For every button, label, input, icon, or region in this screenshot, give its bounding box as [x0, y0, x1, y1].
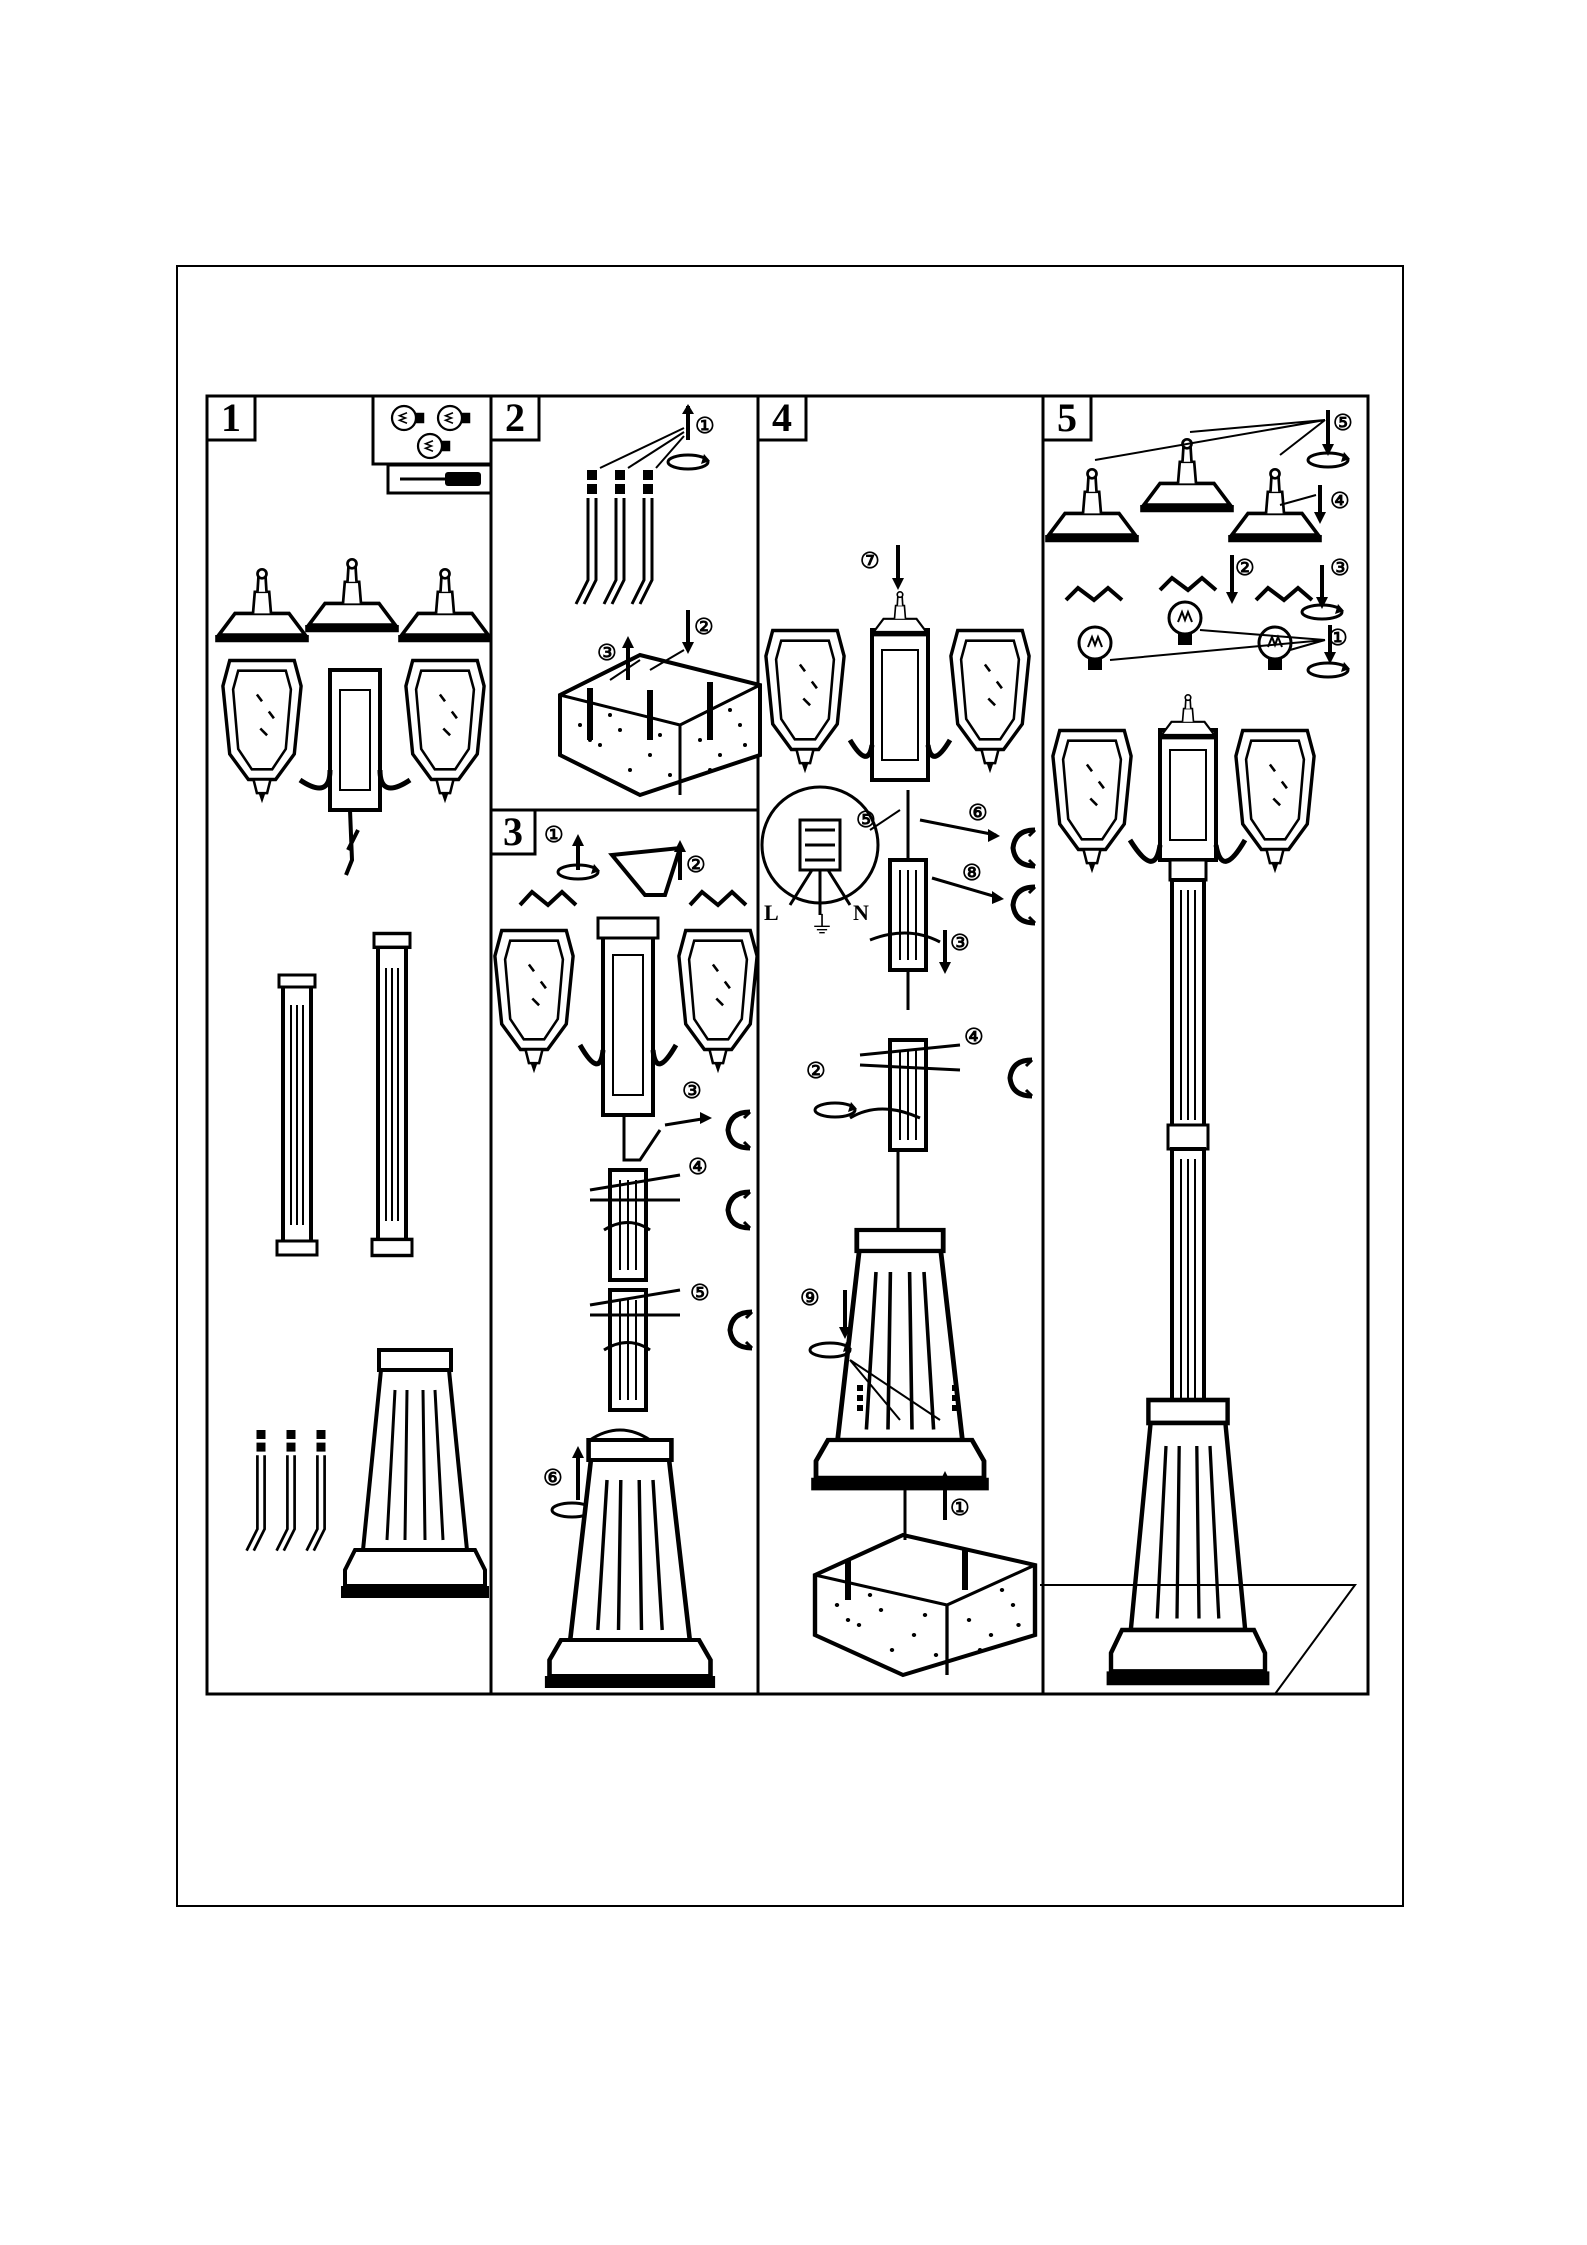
wire-label-neutral: N: [853, 900, 869, 926]
step-callout: ②: [1235, 555, 1255, 581]
step-callout: ⑨: [800, 1285, 820, 1311]
step-callout: ⑥: [968, 800, 988, 826]
ground-icon: ⏚: [810, 905, 834, 940]
step-callout: ①: [695, 413, 715, 439]
step-callout: ③: [950, 930, 970, 956]
step-callout: ②: [806, 1058, 826, 1084]
step-callout: ②: [694, 614, 714, 640]
step-callout: ⑤: [856, 807, 876, 833]
step-callout: ①: [544, 822, 564, 848]
step-callout: ①: [1328, 625, 1348, 651]
step-callout: ⑤: [690, 1280, 710, 1306]
wire-label-live: L: [764, 900, 779, 926]
step-callout: ⑧: [962, 860, 982, 886]
step-callout: ④: [964, 1024, 984, 1050]
step-callout: ④: [688, 1154, 708, 1180]
step-callout: ⑦: [860, 548, 880, 574]
step-callout: ⑤: [1333, 410, 1353, 436]
step-callout: ②: [686, 852, 706, 878]
step-callout: ⑥: [543, 1465, 563, 1491]
step-callout: ③: [682, 1078, 702, 1104]
step-callout: ③: [1330, 555, 1350, 581]
step-callout: ③: [597, 640, 617, 666]
step-callout: ①: [950, 1495, 970, 1521]
step-callout: ④: [1330, 488, 1350, 514]
